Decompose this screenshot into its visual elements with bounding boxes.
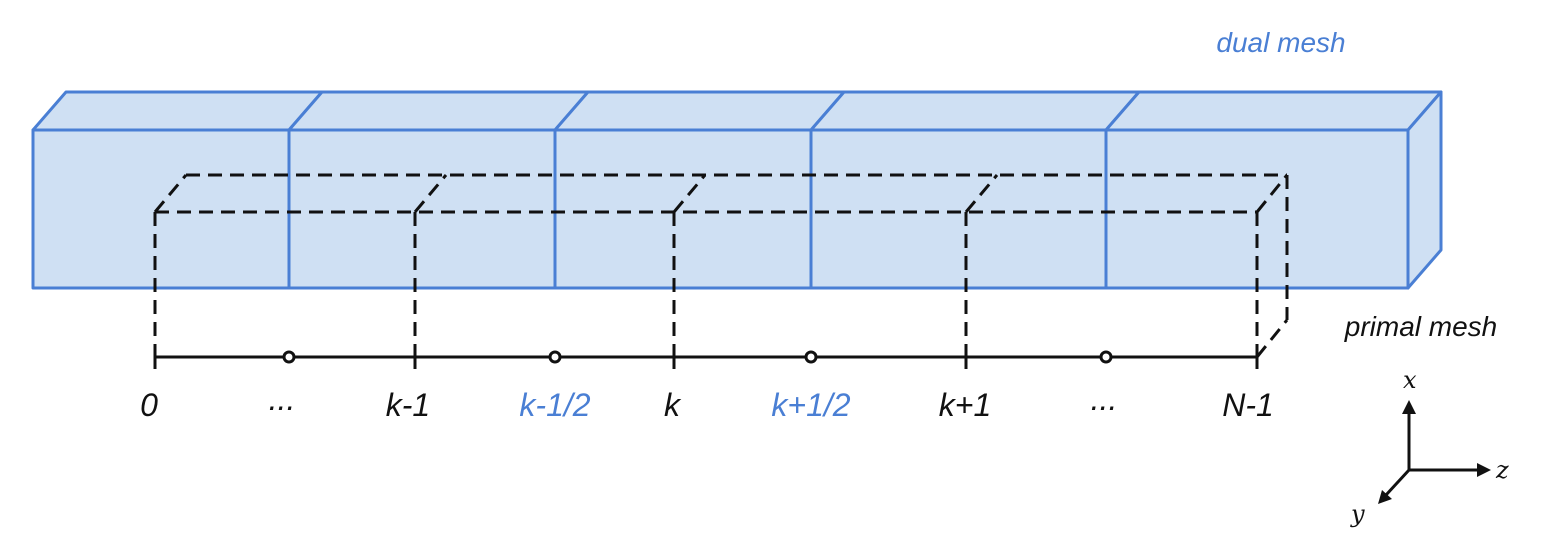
primal-mesh (153, 173, 1289, 358)
node-label-0: 0 (140, 387, 158, 423)
primal-top-diagonal-0 (153, 174, 188, 213)
y-axis-label: y (1350, 500, 1365, 528)
primal-top-diagonal-k (672, 174, 707, 213)
z-arrow-head (1477, 463, 1491, 477)
node-labels: 0 ... k-1 k-1/2 k k+1/2 k+1 ... N-1 (140, 381, 1274, 423)
node-label-k-plus-half: k+1/2 (771, 387, 850, 423)
y-arrow-head (1378, 490, 1392, 504)
dual-cell-front-1 (31, 128, 291, 290)
node-label-ellipsis-right: ... (1091, 381, 1118, 417)
dual-cell-front-3 (553, 128, 813, 290)
dual-cell-front-2 (287, 128, 557, 290)
x-axis-label: x (1403, 366, 1417, 394)
primal-mesh-label: primal mesh (1344, 311, 1497, 342)
node-label-k-minus-1: k-1 (386, 387, 430, 423)
x-arrow-head (1402, 400, 1416, 414)
node-label-k: k (664, 387, 682, 423)
node-label-k-plus-1: k+1 (939, 387, 991, 423)
half-node-km12 (548, 350, 562, 364)
dual-cell-top-3 (553, 90, 846, 132)
primal-top-diagonal-km1 (413, 174, 448, 213)
z-axis-label: z (1495, 456, 1509, 484)
half-node-kp12 (804, 350, 818, 364)
mesh-line (153, 345, 1259, 369)
dual-side-face (1406, 90, 1443, 290)
dual-cell-top-5 (1104, 90, 1443, 132)
half-node-1 (282, 350, 296, 364)
node-label-ellipsis-left: ... (269, 381, 296, 417)
node-label-n-minus-1: N-1 (1222, 387, 1274, 423)
dual-cell-top-2 (287, 90, 590, 132)
dual-mesh-label: dual mesh (1216, 27, 1345, 58)
primal-top-diagonal-kp1 (964, 174, 999, 213)
primal-bottom-diagonal (1255, 319, 1289, 358)
half-node-last (1099, 350, 1113, 364)
coordinate-axes (1378, 400, 1491, 504)
y-axis-arrow (1384, 468, 1411, 497)
dual-cell-top-1 (31, 90, 324, 132)
primal-top-diagonal-nm1 (1255, 174, 1289, 213)
node-label-k-minus-half: k-1/2 (519, 387, 590, 423)
dual-cell-top-4 (809, 90, 1141, 132)
dual-cell-front-4 (809, 128, 1108, 290)
dual-mesh (31, 90, 1443, 290)
